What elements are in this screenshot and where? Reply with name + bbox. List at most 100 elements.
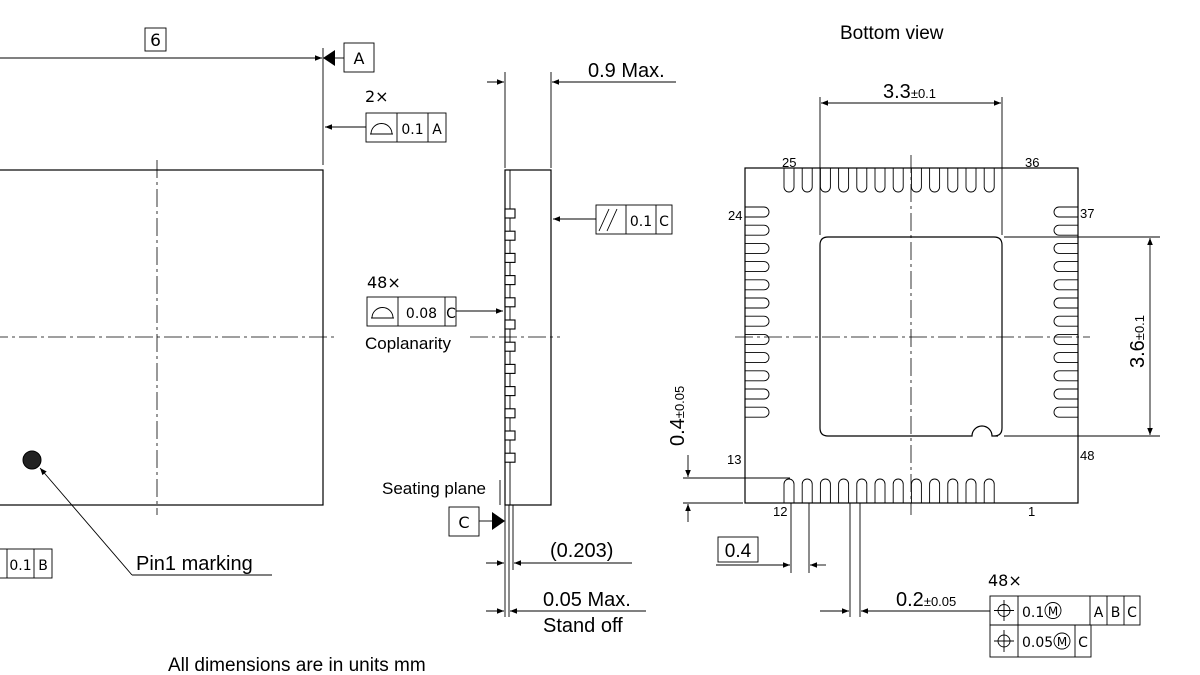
pad-bottom — [929, 478, 941, 503]
side-lead — [504, 297, 516, 308]
pad-left — [745, 224, 770, 236]
position-value-1: 0.1 — [1022, 605, 1044, 621]
pad-top — [819, 168, 831, 193]
svg-text:M: M — [1048, 605, 1058, 619]
profile-b-frame: 0.1 B — [0, 548, 53, 579]
seating-plane-label: Seating plane — [382, 479, 486, 498]
pad-bottom — [819, 478, 831, 503]
pad-top — [965, 168, 977, 193]
position-icon — [994, 600, 1014, 621]
pad-top — [947, 168, 959, 193]
mmc-icon: M — [1044, 602, 1062, 619]
profile-a-value: 0.1 — [401, 122, 423, 138]
pad-left — [745, 297, 770, 309]
pin1-dot — [22, 450, 42, 470]
pad-right — [1053, 206, 1078, 218]
pad-right — [1053, 406, 1078, 418]
coplanar-profile-icon — [371, 307, 394, 319]
pad-left — [745, 388, 770, 400]
package-outline-bottom — [744, 167, 1079, 504]
position-frame-2: 0.05 M C — [989, 624, 1092, 658]
ref-dim-label: (0.203) — [550, 540, 613, 562]
bottom-view: Bottom view 25 36 24 37 13 48 12 1 3.3±0… — [667, 23, 1160, 658]
pad-right — [1053, 279, 1078, 291]
datum-c-triangle — [492, 512, 505, 530]
pin-label-25: 25 — [782, 155, 796, 170]
coplanar-datum: C — [446, 306, 456, 322]
pad-height-label: 3.6±0.1 — [1127, 315, 1149, 368]
coplanarity-label: Coplanarity — [365, 334, 451, 353]
pin-label-1: 1 — [1028, 504, 1035, 519]
pad-bottom — [965, 478, 977, 503]
datum-c-label: C — [458, 513, 469, 532]
mmc-icon-2: M — [1053, 632, 1071, 650]
side-lead — [504, 230, 516, 241]
side-lead — [504, 275, 516, 286]
pad-right — [1053, 242, 1078, 254]
pad-left — [745, 242, 770, 254]
pin-label-37: 37 — [1080, 206, 1094, 221]
profile-b-datum: B — [38, 558, 48, 574]
datum-a-label: A — [354, 49, 365, 68]
pad-top — [856, 168, 868, 193]
pad-bottom — [892, 478, 904, 503]
exposed-pad — [819, 236, 1003, 437]
pad-right — [1053, 352, 1078, 364]
pad-width-label: 3.3±0.1 — [883, 81, 936, 103]
profile-a-datum: A — [432, 122, 442, 138]
pad-right — [1053, 370, 1078, 382]
side-lead — [504, 363, 516, 374]
pad-top — [983, 168, 995, 193]
pin-label-48: 48 — [1080, 448, 1094, 463]
pad-right — [1053, 333, 1078, 345]
pin1-marking-label: Pin1 marking — [136, 553, 253, 575]
pad-top — [874, 168, 886, 193]
pad-left — [745, 352, 770, 364]
side-lead — [504, 208, 516, 219]
pitch-label: 0.4 — [725, 541, 752, 562]
pad-bottom — [910, 478, 922, 503]
position-datum-b: B — [1111, 605, 1121, 621]
parallel-datum: C — [659, 214, 669, 230]
pad-left — [745, 370, 770, 382]
pad-left — [745, 315, 770, 327]
pad-bottom — [856, 478, 868, 503]
side-view: 0.9 Max. 0.1 C 48× 0.08 C Coplanarity Se… — [365, 60, 676, 637]
datum-c-box — [448, 506, 480, 537]
position-icon-2 — [994, 630, 1014, 652]
pad-bottom — [838, 478, 850, 503]
pad-top — [838, 168, 850, 193]
pad-top — [892, 168, 904, 193]
stand-off-label: Stand off — [543, 615, 623, 637]
standoff-max-label: 0.05 Max. — [543, 589, 631, 611]
side-lead — [504, 319, 516, 330]
pitch-basic-box — [717, 536, 759, 563]
height-max-label: 0.9 Max. — [588, 60, 665, 82]
pad-right — [1053, 261, 1078, 273]
pin-label-13: 13 — [727, 452, 741, 467]
pad-bottom — [947, 478, 959, 503]
pad-bottom — [801, 478, 813, 503]
position-datum-c: C — [1127, 605, 1137, 621]
pin-width-label: 0.2±0.05 — [896, 589, 956, 611]
pad-right — [1053, 388, 1078, 400]
position-count: 48× — [988, 571, 1022, 590]
pad-right — [1053, 315, 1078, 327]
side-lead — [504, 341, 516, 352]
pad-top — [801, 168, 813, 193]
pad-top — [783, 168, 795, 193]
coplanar-count: 48× — [367, 273, 401, 292]
units-note: All dimensions are in units mm — [168, 655, 426, 675]
bottom-view-title: Bottom view — [840, 23, 944, 44]
package-body-side — [504, 169, 552, 506]
side-lead — [504, 408, 516, 419]
bottom-pads — [745, 168, 1078, 503]
pin1-leader — [39, 467, 133, 576]
pad-bottom — [783, 478, 795, 503]
pad-bottom — [874, 478, 886, 503]
pad-top — [910, 168, 922, 193]
profile-b-value: 0.1 — [9, 558, 31, 574]
datum-a-triangle — [323, 50, 335, 66]
position-value-2: 0.05 — [1022, 635, 1053, 651]
